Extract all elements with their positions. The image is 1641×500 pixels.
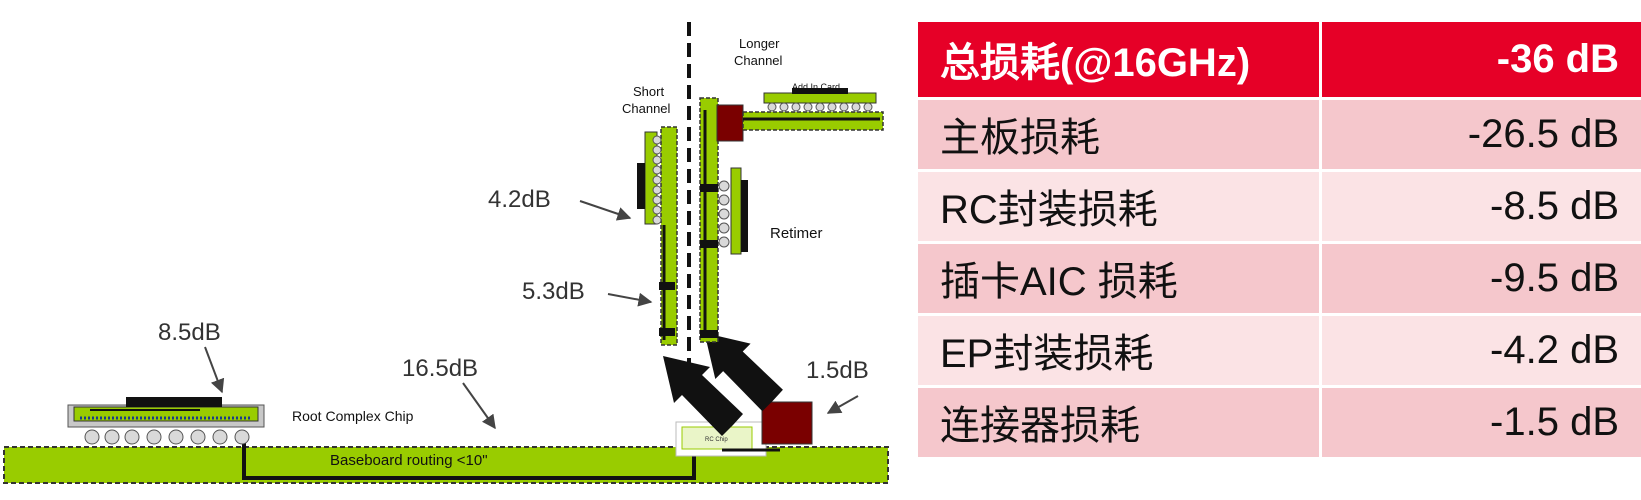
table-row: 连接器损耗 -1.5 dB <box>918 386 1641 458</box>
retimer-balls <box>718 180 730 248</box>
add-in-card-package <box>763 92 877 104</box>
short-channel-label-1: Short <box>633 84 664 99</box>
loss-table: 总损耗(@16GHz) -36 dB 主板损耗 -26.5 dB RC封装损耗 … <box>918 22 1641 460</box>
callout-1-5db-arrow <box>826 395 859 414</box>
short-channel-label-2: Channel <box>622 101 671 116</box>
baseboard-connector: RC Chip <box>675 421 780 457</box>
row-value: -26.5 dB <box>1320 98 1641 170</box>
baseboard-routing-label: Baseboard routing <10" <box>330 452 488 469</box>
short-channel-arrow <box>663 356 743 436</box>
add-in-card-die <box>792 88 848 94</box>
callout-1-5db: 1.5dB <box>806 357 869 384</box>
row-label: RC封装损耗 <box>918 170 1322 242</box>
rc-solder-balls <box>84 429 250 445</box>
row-value: -9.5 dB <box>1320 242 1641 314</box>
callout-5-3db: 5.3dB <box>522 278 585 305</box>
add-in-card-label: Add In Card <box>792 82 840 92</box>
add-in-card-pcb <box>742 111 884 131</box>
root-complex-chip-label: Root Complex Chip <box>292 408 414 424</box>
short-card-balls <box>652 135 662 225</box>
add-in-card-connector <box>716 104 744 142</box>
longer-channel-label-1: Longer <box>739 36 780 51</box>
table-row: EP封装损耗 -4.2 dB <box>918 314 1641 386</box>
callout-4-2db-arrow <box>579 200 632 221</box>
table-row: 插卡AIC 损耗 -9.5 dB <box>918 242 1641 314</box>
row-label: 连接器损耗 <box>918 386 1322 458</box>
row-label: EP封装损耗 <box>918 314 1322 386</box>
rc-die <box>126 397 222 407</box>
connector-red-block <box>761 401 813 445</box>
root-complex-package <box>67 397 265 445</box>
long-channel-arrow <box>704 332 783 412</box>
total-loss-value: -36 dB <box>1320 22 1641 98</box>
rc-chip-label: RC Chip <box>705 437 728 443</box>
add-in-card-balls <box>767 102 873 112</box>
short-channel-card <box>637 126 678 346</box>
retimer-package <box>730 167 742 255</box>
callout-8-5db: 8.5dB <box>158 319 221 346</box>
row-value: -8.5 dB <box>1320 170 1641 242</box>
callout-5-3db-arrow <box>607 292 653 307</box>
long-card-pcb <box>699 97 719 343</box>
table-row: 主板损耗 -26.5 dB <box>918 98 1641 170</box>
loss-table-header: 总损耗(@16GHz) -36 dB <box>918 22 1641 98</box>
callout-8-5db-arrow <box>204 346 225 394</box>
pcie-channel-diagram: Baseboard routing <10" Root Complex Chip… <box>3 22 889 484</box>
callout-16-5db: 16.5dB <box>402 355 478 382</box>
table-row: RC封装损耗 -8.5 dB <box>918 170 1641 242</box>
retimer-die <box>741 180 748 252</box>
callout-4-2db: 4.2dB <box>488 186 551 213</box>
longer-channel-label-2: Channel <box>734 53 783 68</box>
short-card-die <box>637 163 645 209</box>
row-value: -4.2 dB <box>1320 314 1641 386</box>
total-loss-label: 总损耗(@16GHz) <box>918 22 1322 98</box>
callout-16-5db-arrow <box>462 382 496 430</box>
row-label: 插卡AIC 损耗 <box>918 242 1322 314</box>
row-label: 主板损耗 <box>918 98 1322 170</box>
longer-channel-card <box>699 88 884 343</box>
row-value: -1.5 dB <box>1320 386 1641 458</box>
retimer-label: Retimer <box>770 225 823 242</box>
